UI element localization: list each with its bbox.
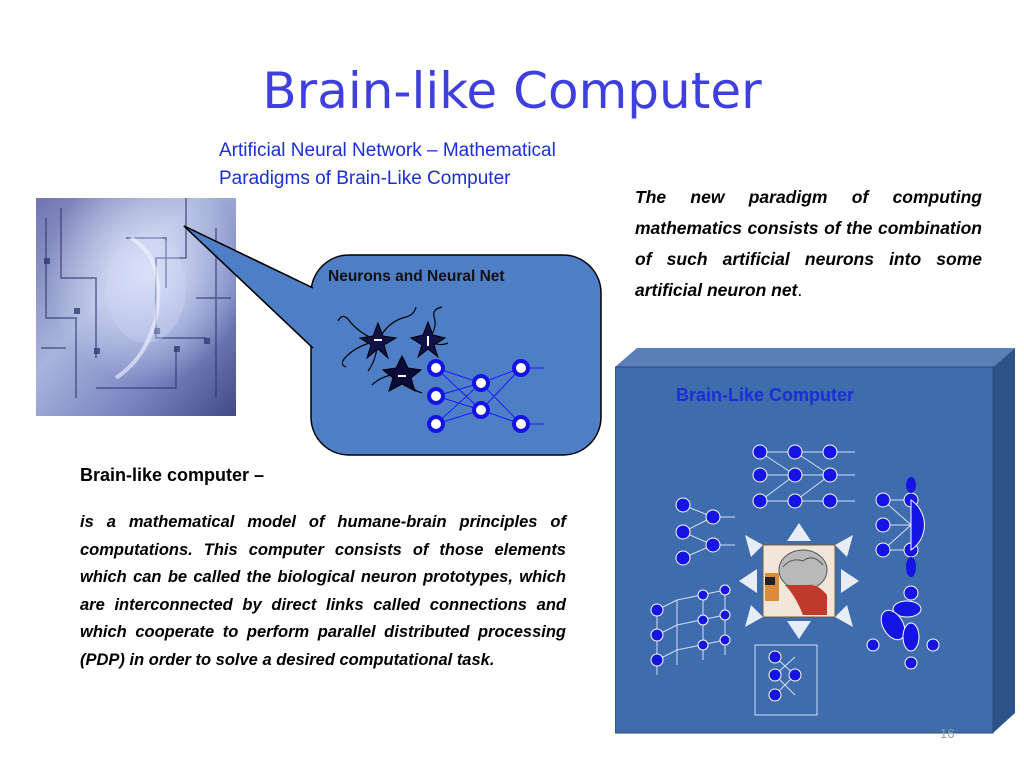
brain-like-computer-box <box>615 348 1015 734</box>
neurons-callout <box>183 225 602 456</box>
callout-bubble <box>310 254 602 456</box>
slide-title: Brain-like Computer <box>262 62 762 120</box>
paradigm-period: . <box>797 280 803 300</box>
definition-heading: Brain-like computer – <box>80 465 265 485</box>
page-number: 16 <box>940 726 955 741</box>
slide-subtitle: Artificial Neural Network – Mathematical… <box>219 137 659 193</box>
neuron-cells-icon <box>337 306 449 394</box>
subtitle-line-2: Paradigms of Brain-Like Computer <box>219 168 511 189</box>
paradigm-text: The new paradigm of computing mathematic… <box>635 187 982 300</box>
box-label: Brain-Like Computer <box>676 385 855 405</box>
neural-net-icon <box>427 359 544 433</box>
definition-body: is a mathematical model of humane-brain … <box>80 513 566 669</box>
arrows-icon <box>739 523 859 639</box>
paradigm-paragraph: The new paradigm of computing mathematic… <box>635 182 982 306</box>
brain-scan-icon <box>762 544 836 618</box>
callout-label: Neurons and Neural Net <box>328 268 505 285</box>
subtitle-line-1: Artificial Neural Network – Mathematical <box>219 140 556 161</box>
